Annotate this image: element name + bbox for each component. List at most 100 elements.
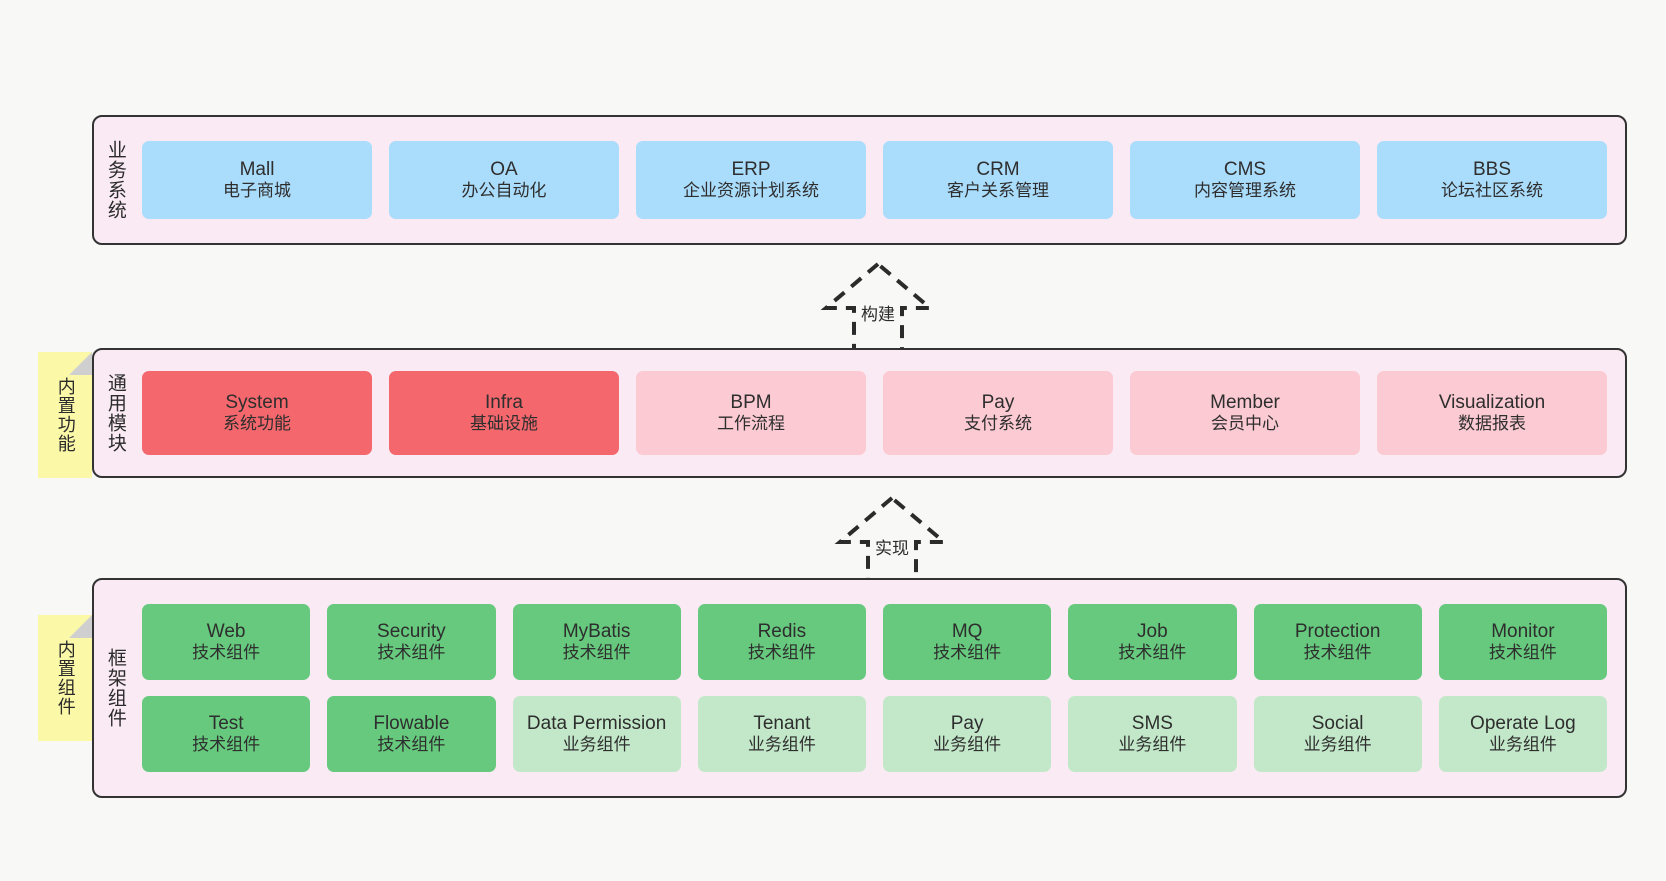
node-cms[interactable]: CMS 内容管理系统 xyxy=(1130,141,1360,219)
node-title-cn: 客户关系管理 xyxy=(947,181,1049,201)
node-title-en: Infra xyxy=(484,392,524,414)
node-title-cn: 技术组件 xyxy=(747,643,816,663)
node-job[interactable]: Job 技术组件 xyxy=(1068,604,1237,680)
layer-body-business-systems: Mall 电子商城 OA 办公自动化 ERP 企业资源计划系统 CRM 客户关系… xyxy=(136,117,1625,243)
connector-label-build: 构建 xyxy=(861,305,895,324)
node-title-en: Test xyxy=(208,713,244,735)
layer-body-common-modules: System 系统功能 Infra 基础设施 BPM 工作流程 Pay 支付系统… xyxy=(136,350,1625,476)
layer-body-framework-components: Web 技术组件 Security 技术组件 MyBatis 技术组件 Redi… xyxy=(136,580,1625,796)
node-title-cn: 技术组件 xyxy=(192,735,261,755)
node-title-cn: 内容管理系统 xyxy=(1194,181,1296,201)
node-title-en: Tenant xyxy=(753,713,811,735)
node-row: Mall 电子商城 OA 办公自动化 ERP 企业资源计划系统 CRM 客户关系… xyxy=(142,141,1607,219)
node-title-en: System xyxy=(225,392,289,414)
layer-title-framework-components: 框架组件 xyxy=(104,648,126,728)
node-title-en: ERP xyxy=(731,159,771,181)
node-title-en: Mall xyxy=(239,159,275,181)
node-title-cn: 业务组件 xyxy=(1118,735,1187,755)
node-mybatis[interactable]: MyBatis 技术组件 xyxy=(512,604,681,680)
node-title-en: MyBatis xyxy=(562,621,631,643)
node-title-cn: 技术组件 xyxy=(1303,643,1372,663)
node-title-cn: 数据报表 xyxy=(1458,414,1526,434)
node-title-en: Pay xyxy=(981,392,1015,414)
node-erp[interactable]: ERP 企业资源计划系统 xyxy=(636,141,866,219)
node-title-en: Job xyxy=(1137,621,1168,643)
node-title-en: Social xyxy=(1311,713,1364,735)
node-title-en: CMS xyxy=(1223,159,1267,181)
node-sms[interactable]: SMS 业务组件 xyxy=(1068,696,1237,772)
node-monitor[interactable]: Monitor 技术组件 xyxy=(1438,604,1607,680)
note-label: 内置组件 xyxy=(55,640,76,716)
node-title-en: SMS xyxy=(1131,713,1173,735)
node-title-en: BPM xyxy=(730,392,772,414)
node-title-en: Monitor xyxy=(1491,621,1555,643)
node-oa[interactable]: OA 办公自动化 xyxy=(389,141,619,219)
node-title-en: Protection xyxy=(1294,621,1381,643)
node-title-cn: 论坛社区系统 xyxy=(1441,181,1543,201)
connector-label-implement: 实现 xyxy=(875,539,909,558)
node-system[interactable]: System 系统功能 xyxy=(142,371,372,455)
node-title-cn: 支付系统 xyxy=(964,414,1032,434)
layer-title-business-systems: 业务系统 xyxy=(104,140,126,220)
note-label: 内置功能 xyxy=(55,377,76,453)
node-bbs[interactable]: BBS 论坛社区系统 xyxy=(1377,141,1607,219)
node-bpm[interactable]: BPM 工作流程 xyxy=(636,371,866,455)
node-title-cn: 技术组件 xyxy=(933,643,1002,663)
node-title-cn: 技术组件 xyxy=(1118,643,1187,663)
node-title-cn: 技术组件 xyxy=(377,735,446,755)
node-title-en: Pay xyxy=(950,713,984,735)
node-protection[interactable]: Protection 技术组件 xyxy=(1253,604,1422,680)
node-title-en: Member xyxy=(1210,392,1280,414)
node-pay-module[interactable]: Pay 支付系统 xyxy=(883,371,1113,455)
node-row: Test 技术组件 Flowable 技术组件 Data Permission … xyxy=(142,696,1607,772)
node-title-en: CRM xyxy=(976,159,1020,181)
node-redis[interactable]: Redis 技术组件 xyxy=(697,604,866,680)
node-title-cn: 技术组件 xyxy=(1488,643,1557,663)
node-title-cn: 业务组件 xyxy=(1488,735,1557,755)
node-member[interactable]: Member 会员中心 xyxy=(1130,371,1360,455)
node-title-en: MQ xyxy=(951,621,983,643)
note-builtin-features: 内置功能 xyxy=(38,352,92,478)
node-title-cn: 业务组件 xyxy=(747,735,816,755)
node-title-cn: 企业资源计划系统 xyxy=(683,181,819,201)
node-title-en: Security xyxy=(377,621,446,643)
node-crm[interactable]: CRM 客户关系管理 xyxy=(883,141,1113,219)
node-title-cn: 技术组件 xyxy=(192,643,261,663)
node-title-cn: 办公自动化 xyxy=(461,181,547,201)
node-title-cn: 业务组件 xyxy=(933,735,1002,755)
node-visualization[interactable]: Visualization 数据报表 xyxy=(1377,371,1607,455)
layer-title-common-modules: 通用模块 xyxy=(104,373,126,453)
layer-business-systems: 业务系统 Mall 电子商城 OA 办公自动化 ERP 企业资源计划系统 CRM… xyxy=(92,115,1627,245)
node-security[interactable]: Security 技术组件 xyxy=(327,604,496,680)
node-operate-log[interactable]: Operate Log 业务组件 xyxy=(1438,696,1607,772)
node-title-cn: 业务组件 xyxy=(1303,735,1372,755)
node-title-en: Data Permission xyxy=(526,713,667,735)
node-title-en: Operate Log xyxy=(1470,713,1576,735)
node-social[interactable]: Social 业务组件 xyxy=(1253,696,1422,772)
node-title-en: OA xyxy=(490,159,518,181)
connector-build: 构建 xyxy=(798,258,958,354)
node-title-cn: 基础设施 xyxy=(470,414,538,434)
node-title-cn: 业务组件 xyxy=(562,735,631,755)
node-row: Web 技术组件 Security 技术组件 MyBatis 技术组件 Redi… xyxy=(142,604,1607,680)
node-row: System 系统功能 Infra 基础设施 BPM 工作流程 Pay 支付系统… xyxy=(142,371,1607,455)
layer-framework-components: 框架组件 Web 技术组件 Security 技术组件 MyBatis 技术组件… xyxy=(92,578,1627,798)
node-title-en: Flowable xyxy=(373,713,450,735)
node-flowable[interactable]: Flowable 技术组件 xyxy=(327,696,496,772)
node-pay-component[interactable]: Pay 业务组件 xyxy=(883,696,1052,772)
node-mq[interactable]: MQ 技术组件 xyxy=(883,604,1052,680)
node-test[interactable]: Test 技术组件 xyxy=(142,696,311,772)
node-title-en: Web xyxy=(206,621,246,643)
node-title-en: BBS xyxy=(1472,159,1512,181)
node-title-cn: 系统功能 xyxy=(223,414,291,434)
node-title-cn: 技术组件 xyxy=(562,643,631,663)
node-web[interactable]: Web 技术组件 xyxy=(142,604,311,680)
layer-common-modules: 通用模块 System 系统功能 Infra 基础设施 BPM 工作流程 Pay… xyxy=(92,348,1627,478)
node-title-cn: 会员中心 xyxy=(1211,414,1279,434)
node-data-permission[interactable]: Data Permission 业务组件 xyxy=(512,696,681,772)
node-infra[interactable]: Infra 基础设施 xyxy=(389,371,619,455)
node-tenant[interactable]: Tenant 业务组件 xyxy=(697,696,866,772)
node-title-en: Redis xyxy=(757,621,807,643)
node-mall[interactable]: Mall 电子商城 xyxy=(142,141,372,219)
